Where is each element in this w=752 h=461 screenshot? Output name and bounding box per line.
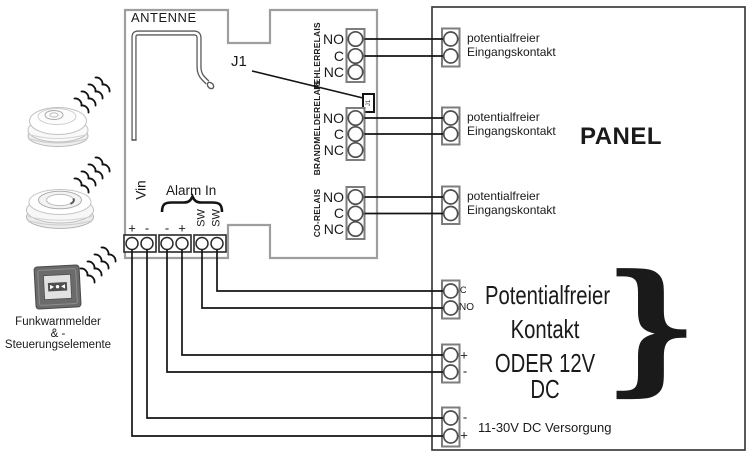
aux-plus-label: + — [460, 347, 468, 363]
vin-minus-label: - — [144, 220, 150, 236]
relay-terminal-circles — [347, 30, 364, 238]
input2-line1: potentialfreier — [467, 110, 540, 124]
relay3-terminal-nc: NC — [323, 221, 344, 237]
panel-terminal-blocks — [441, 27, 461, 448]
desc-line3: ODER 12V DC — [494, 348, 596, 404]
desc-line2: Kontakt — [510, 314, 580, 344]
panel-terminal-circles — [442, 31, 459, 444]
antenna-drawing — [131, 30, 215, 141]
input2-line2: Eingangskontakt — [467, 124, 556, 138]
manual-call-point-icon — [33, 264, 82, 310]
relay1-terminal-c: C — [333, 48, 344, 64]
vin-plus-label: + — [128, 220, 136, 236]
devices-caption: Funkwarnmelder & -Steuerungselemente — [0, 316, 116, 352]
supply-minus-label: - — [462, 409, 468, 425]
alarm-minus-label: - — [164, 220, 170, 236]
relay1-terminal-nc: NC — [323, 64, 344, 80]
smoke-detector-icon — [27, 107, 89, 147]
radio-waves-icon — [73, 74, 113, 114]
aux-minus-label: - — [462, 363, 468, 379]
panel-title: PANEL — [580, 123, 663, 150]
jumper-label: J1 — [231, 53, 247, 70]
jumper-chip-label: J1 — [365, 99, 372, 107]
jumper-j1 — [251, 70, 375, 113]
relay3-terminal-no: NO — [323, 189, 344, 205]
contact-c-label: C — [460, 285, 467, 295]
sw2-label: SW — [210, 209, 223, 227]
alarm-in-brace — [160, 193, 224, 213]
radio-waves-icon — [79, 244, 119, 284]
module-outline — [123, 8, 379, 260]
smoke-detector-icon — [26, 189, 94, 229]
panel-outline — [431, 6, 746, 451]
caption-line2: & -Steuerungselemente — [4, 327, 112, 351]
relay2-terminal-no: NO — [323, 110, 344, 126]
vin-label: Vin — [133, 180, 149, 200]
sw1-label: SW — [195, 209, 208, 227]
contact-no-label: NO — [459, 302, 474, 313]
input1-line1: potentialfreier — [467, 31, 540, 45]
input3-line1: potentialfreier — [467, 189, 540, 203]
input3-line2: Eingangskontakt — [467, 203, 556, 217]
bottom-terminal-circles — [125, 236, 224, 251]
relay2-terminal-nc: NC — [323, 142, 344, 158]
supply-label: 11-30V DC Versorgung — [478, 420, 612, 435]
desc-line1: Potentialfreier — [484, 280, 611, 310]
alarm-in-label: Alarm In — [166, 183, 217, 198]
caption-line1: Funkwarnmelder — [15, 316, 101, 328]
relay3-terminal-c: C — [333, 205, 344, 221]
supply-plus-label: + — [460, 427, 468, 443]
relay1-terminal-no: NO — [323, 31, 344, 47]
alarm-plus-label: + — [178, 220, 186, 236]
antenna-label: ANTENNE — [131, 10, 197, 25]
input1-line2: Eingangskontakt — [467, 45, 556, 59]
curly-brace: } — [603, 244, 699, 410]
wires — [131, 38, 443, 437]
radio-waves-icon — [73, 154, 113, 194]
relay2-terminal-c: C — [333, 126, 344, 142]
